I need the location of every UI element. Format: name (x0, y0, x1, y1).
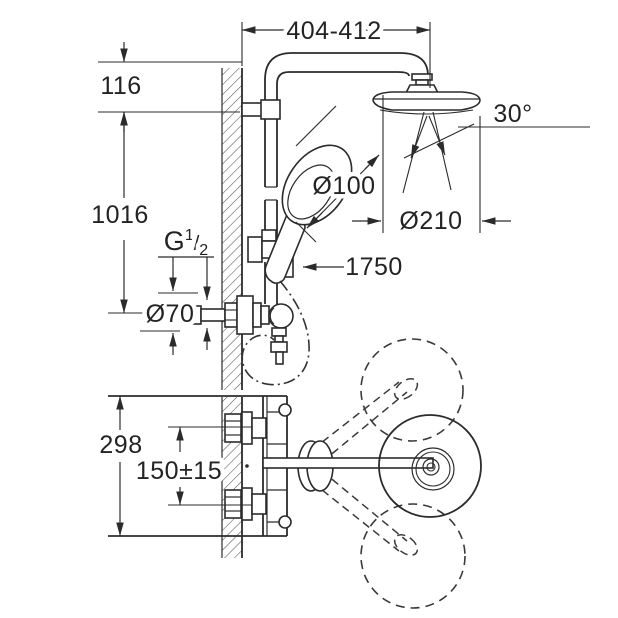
thermostat-body-plan-view (108, 395, 482, 537)
handle-knob-face (378, 414, 482, 518)
shower-arm (264, 52, 429, 102)
valve-knob (268, 303, 294, 329)
dim-body-height: 298 (95, 396, 147, 536)
inlet-union-top (224, 411, 267, 445)
ball-joint (411, 73, 433, 81)
dimensions: 404-412 116 1016 G1/2 (87, 13, 537, 536)
dim-riser-height: 1016 (87, 112, 153, 314)
dim-escutcheon-label: Ø70 (146, 300, 195, 328)
body-screw-bottom (278, 515, 292, 529)
dim-arm-reach-label: 404-412 (286, 17, 381, 45)
dim-inlet-spacing: 150±15 (131, 426, 252, 506)
dim-thread-size: G1/2 (158, 222, 214, 300)
wall-section-front-view (221, 68, 243, 390)
hose-nipple (270, 341, 288, 353)
dim-arm-reach: 404-412 (241, 13, 431, 88)
shower-hose (241, 280, 310, 386)
wall-bracket (241, 99, 281, 120)
dim-head-offset: 116 (96, 42, 242, 132)
dim-body-height-label: 298 (99, 431, 142, 459)
thermostat-valve (192, 295, 294, 365)
dim-head-diameter: Ø210 (352, 95, 511, 240)
union-nut (224, 302, 238, 328)
swivel-annotation (402, 111, 590, 194)
dim-hose-length-label: 1750 (345, 253, 403, 281)
handle-stem (262, 457, 434, 469)
dim-swivel-angle-label: 30° (493, 100, 532, 128)
body-screw-top (278, 403, 292, 417)
escutcheon (236, 295, 254, 335)
thread-size-label: G1/2 (164, 226, 208, 259)
hand-shower-head (281, 144, 353, 226)
dim-hand-shower-diameter: Ø100 (295, 105, 380, 243)
handle-position-down-circle (360, 503, 466, 609)
supply-pipe (200, 308, 226, 322)
dim-escutcheon-diameter: Ø70 (140, 292, 211, 355)
dim-riser-height-label: 1016 (91, 201, 149, 229)
inlet-union-bottom (224, 487, 267, 521)
dim-hose-length: 1750 (303, 249, 407, 286)
dim-hand-shower-label: Ø100 (312, 172, 375, 200)
handle-rotation-positions (311, 338, 466, 609)
handle-position-up-circle (360, 338, 464, 442)
head-shower (372, 73, 481, 115)
dim-head-offset-label: 116 (100, 72, 141, 100)
dim-head-diameter-label: Ø210 (399, 207, 462, 235)
center-mark (245, 464, 249, 468)
dim-inlet-spacing-label: 150±15 (136, 457, 222, 485)
hand-shower (264, 144, 353, 284)
head-shower-face (372, 91, 481, 111)
